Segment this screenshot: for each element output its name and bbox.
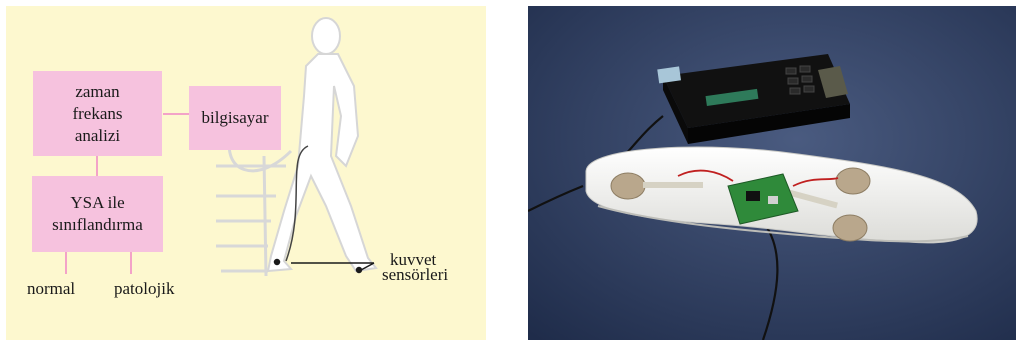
output-normal-label: normal <box>27 280 75 298</box>
gait-analysis-diagram: zaman frekans analizi bilgisayar YSA ile… <box>6 6 486 340</box>
classification-line-2: sınıflandırma <box>52 214 143 236</box>
output-pathologic-label: patolojik <box>114 280 174 298</box>
photo-illustration <box>528 6 1016 340</box>
time-frequency-analysis-box: zaman frekans analizi <box>33 71 162 156</box>
classification-line-1: YSA ile <box>52 192 143 214</box>
walking-figure-illustration <box>6 6 486 340</box>
analysis-line-3: analizi <box>72 125 122 147</box>
analysis-line-1: zaman <box>72 81 122 103</box>
walking-person-icon <box>268 18 376 271</box>
analysis-line-2: frekans <box>72 103 122 125</box>
insole-sensor-photo <box>528 6 1016 340</box>
computer-box: bilgisayar <box>189 86 281 150</box>
force-sensor-label-line-2: sensörleri <box>382 267 448 283</box>
computer-label: bilgisayar <box>201 107 268 129</box>
ann-classification-box: YSA ile sınıflandırma <box>32 176 163 252</box>
